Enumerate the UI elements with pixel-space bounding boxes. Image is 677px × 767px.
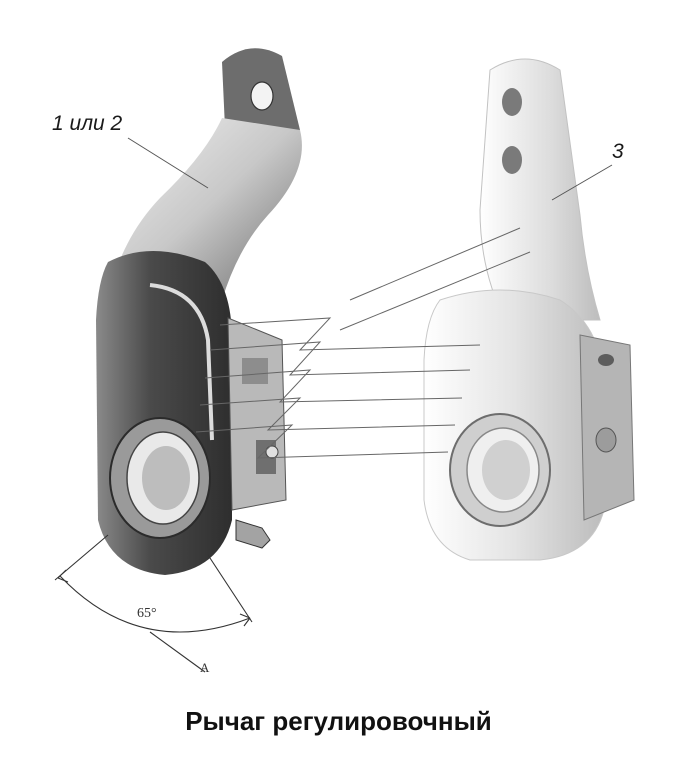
leader-left <box>127 137 209 189</box>
left-grease-nipple <box>235 519 271 549</box>
right-worm-housing <box>579 334 635 521</box>
right-arm-hole-1 <box>502 88 522 116</box>
slack-adjuster-drawing <box>54 48 635 673</box>
part-label-1-or-2: 1 или 2 <box>52 112 123 135</box>
angle-label: 65° <box>137 606 157 621</box>
watermark-stripes <box>195 227 531 459</box>
right-arm <box>479 58 601 321</box>
leader-right <box>551 164 613 201</box>
figure-caption: Рычаг регулировочный <box>185 706 492 736</box>
part-label-3: 3 <box>612 140 624 163</box>
angle-dimension <box>54 534 253 673</box>
left-eye-hole <box>250 81 274 111</box>
part-3 <box>423 58 635 561</box>
dimension-label-a: A <box>200 660 210 675</box>
leader-lines <box>127 137 613 201</box>
right-arm-hole-2 <box>502 146 522 174</box>
part-1-or-2 <box>96 48 302 575</box>
